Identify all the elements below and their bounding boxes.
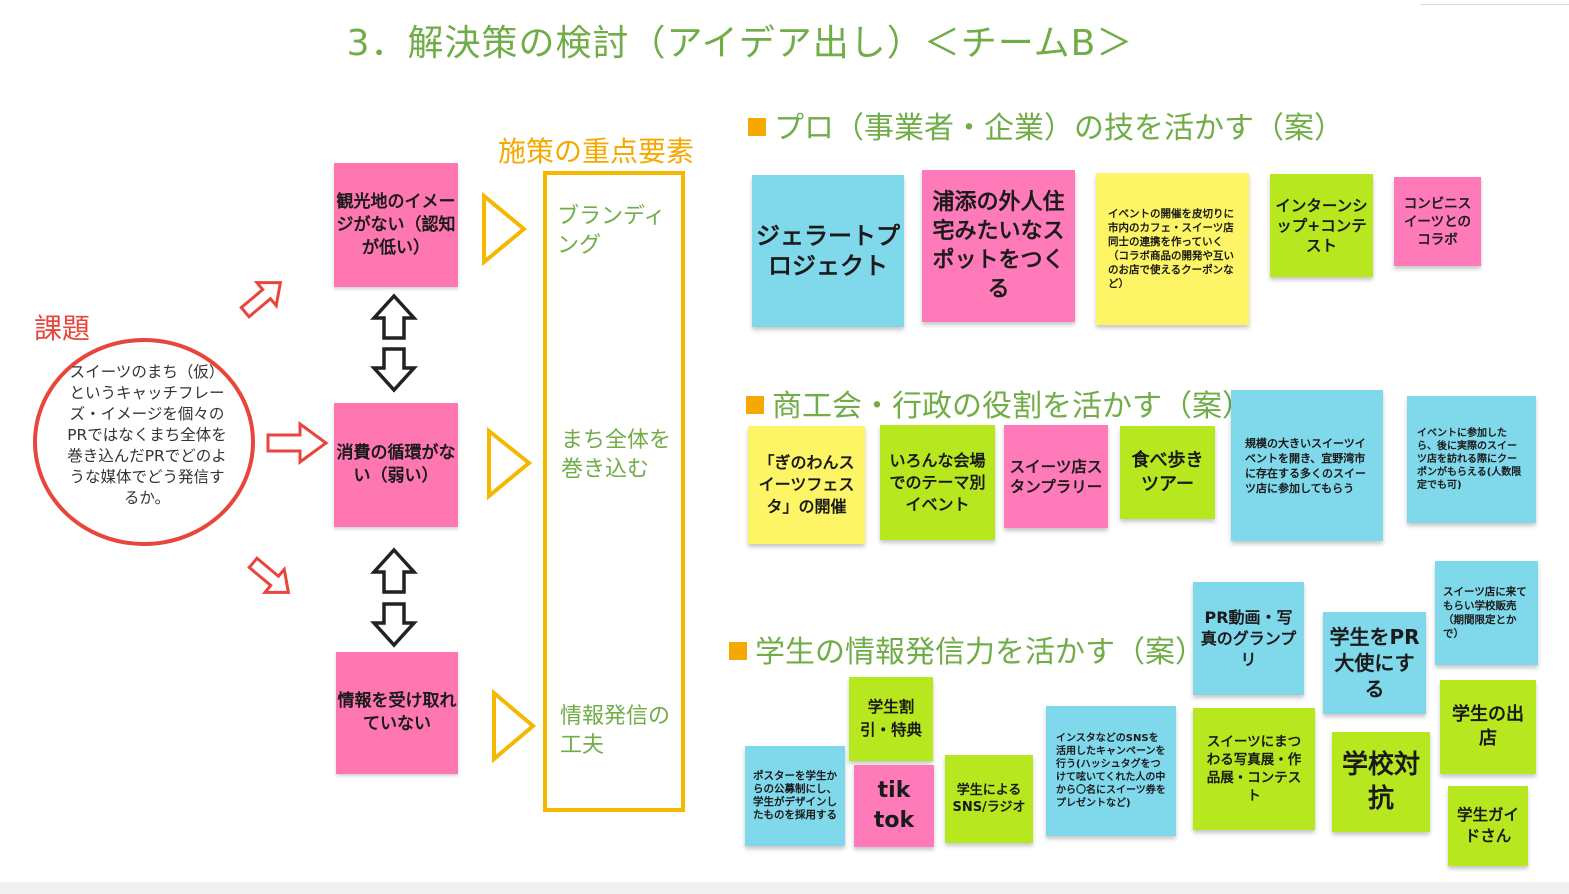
- sticky-note: 学生をPR大使にする: [1323, 612, 1426, 714]
- sticky-note: 学生によるSNS/ラジオ: [945, 755, 1033, 843]
- sticky-note: インターンシップ+コンテスト: [1270, 174, 1373, 277]
- chevron-right-icon-3: [492, 688, 537, 764]
- sticky-note: スイーツ店スタンプラリー: [1004, 425, 1108, 528]
- section-header-gov: 商工会・行政の役割を活かす（案）: [746, 381, 1252, 425]
- problem-box-2: 消費の循環がない（弱い）: [334, 403, 458, 527]
- sticky-note: イベントの開催を皮切りに市内のカフェ・スイーツ店同士の連携を作っていく（コラボ商…: [1096, 173, 1249, 325]
- sticky-note: スイーツにまつわる写真展・作品展・コンテスト: [1193, 708, 1315, 830]
- issue-text: スイーツのまち（仮）というキャッチフレーズ・イメージを個々のPRではなくまち全体…: [67, 363, 227, 507]
- sticky-note: 浦添の外人住宅みたいなスポットをつくる: [922, 170, 1075, 322]
- arrow-down-right-icon: [247, 556, 291, 594]
- sticky-note: tik tok: [854, 765, 934, 847]
- bullet-square-icon: [748, 118, 766, 136]
- issue-circle: [33, 338, 255, 546]
- problem-box-3: 情報を受け取れていない: [336, 652, 458, 774]
- sticky-note: 学生ガイドさん: [1448, 786, 1528, 866]
- key-element-2: まち全体を巻き込む: [561, 428, 672, 482]
- bullet-square-icon: [746, 396, 764, 414]
- sticky-note: PR動画・写真のグランプリ: [1193, 582, 1304, 695]
- sticky-note: イベントに参加したら、後に実際のスイーツ店を訪れる際にクーポンがもらえる(人数限…: [1407, 396, 1536, 523]
- section-header-student-label: 学生の情報発信力を活かす（案）: [755, 635, 1205, 670]
- section-header-pro-label: プロ（事業者・企業）の技を活かす（案）: [774, 111, 1344, 146]
- chevron-right-icon-1: [482, 191, 528, 267]
- chevron-right-icon-2: [487, 426, 533, 501]
- sticky-note: 規模の大きいスイーツイベントを開き、宜野湾市に存在する多くのスイーツ店に参加して…: [1231, 390, 1383, 541]
- key-element-1: ブランディング: [557, 204, 666, 258]
- key-elements-title: 施策の重点要素: [498, 135, 695, 168]
- sticky-note: ジェラートプロジェクト: [752, 175, 904, 327]
- sticky-note: 学校対抗: [1332, 732, 1430, 832]
- arrow-up-right-icon: [239, 281, 283, 319]
- double-arrow-up-icon-2: [370, 547, 418, 594]
- footer-bar: [0, 882, 1569, 894]
- bullet-square-icon: [729, 642, 747, 660]
- key-elements-box: [543, 171, 685, 812]
- problem-box-1: 観光地のイメージがない（認知が低い）: [334, 163, 458, 287]
- top-divider: [1420, 4, 1569, 5]
- sticky-note: 学生の出店: [1440, 680, 1536, 774]
- sticky-note: インスタなどのSNSを活用したキャンペーンを行う(ハッシュタグをつけて呟いてくれ…: [1046, 706, 1176, 836]
- section-header-pro: プロ（事業者・企業）の技を活かす（案）: [748, 103, 1344, 147]
- section-header-student: 学生の情報発信力を活かす（案）: [729, 627, 1205, 671]
- key-element-3: 情報発信の工夫: [560, 704, 671, 758]
- arrow-right-icon: [266, 421, 329, 465]
- double-arrow-down-icon-1: [370, 347, 418, 393]
- issue-label: 課題: [34, 312, 91, 345]
- sticky-note: ポスターを学生からの公募制にし、学生がデザインしたものを採用する: [745, 746, 845, 846]
- sticky-note: 「ぎのわんスイーツフェスタ」の開催: [748, 426, 865, 544]
- sticky-note: 学生割引・特典: [849, 677, 933, 761]
- sticky-note: いろんな会場でのテーマ別イベント: [880, 425, 995, 540]
- slide-title: 3．解決策の検討（アイデア出し）＜チームB＞: [346, 23, 1134, 64]
- sticky-note: スイーツ店に来てもらい学校販売（期間限定とかで）: [1435, 561, 1538, 665]
- double-arrow-down-icon-2: [370, 602, 418, 648]
- section-header-gov-label: 商工会・行政の役割を活かす（案）: [772, 389, 1252, 424]
- double-arrow-up-icon-1: [370, 293, 418, 340]
- sticky-note: コンビニスイーツとのコラボ: [1394, 177, 1481, 266]
- sticky-note: 食べ歩きツアー: [1120, 426, 1215, 519]
